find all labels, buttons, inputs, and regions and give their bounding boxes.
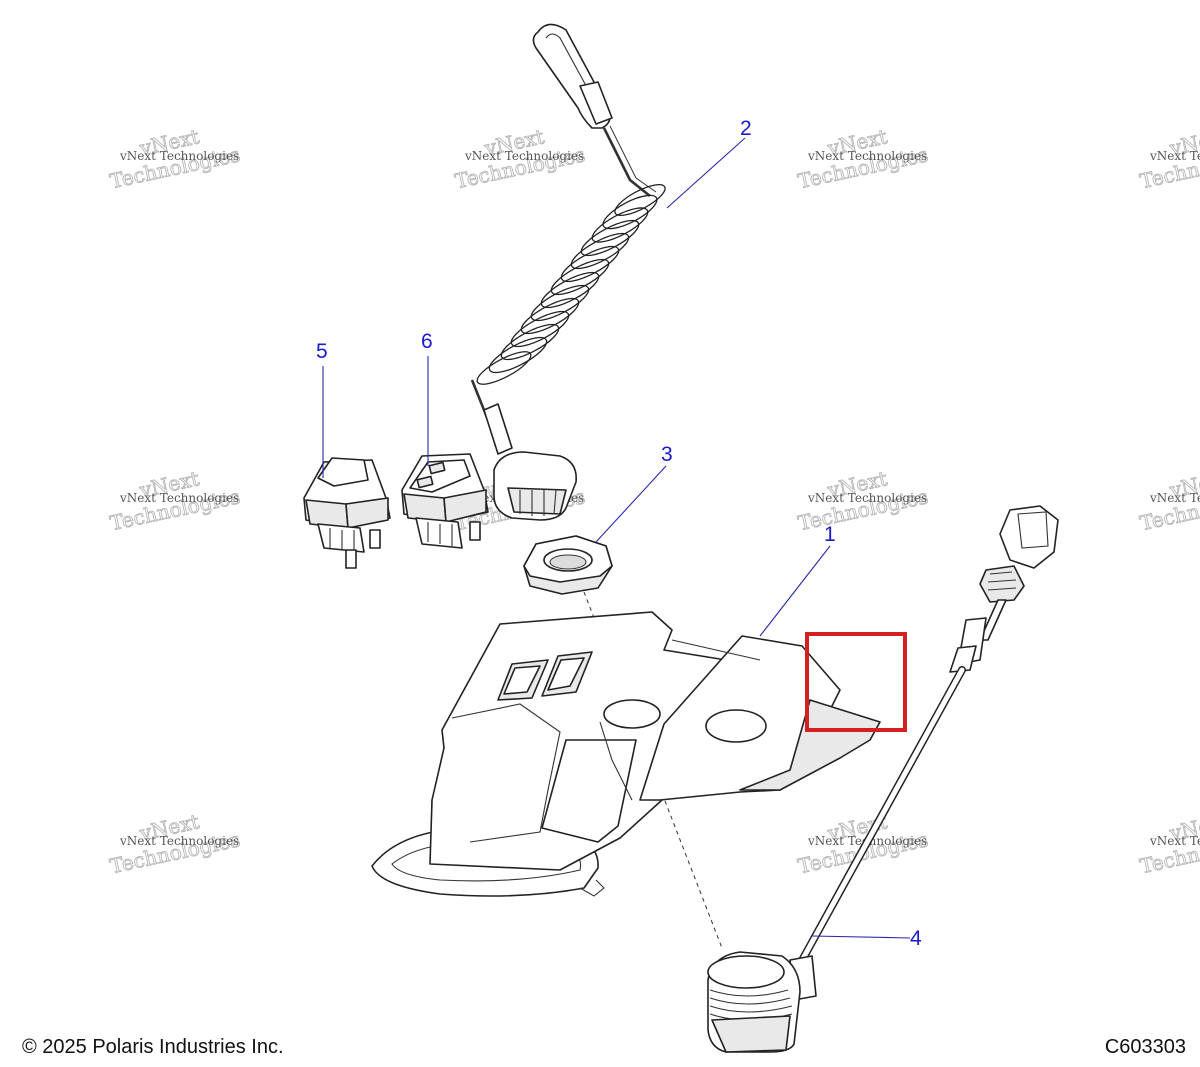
svg-text:vNext Technologies: vNext Technologies — [1149, 834, 1200, 848]
watermark: Technologies vNext vNext Technologies — [107, 124, 242, 194]
watermark: Technologies vNext vNext Technologies — [1137, 809, 1200, 879]
svg-text:vNext Technologies: vNext Technologies — [1149, 149, 1200, 163]
svg-text:vNext Technologies: vNext Technologies — [119, 491, 239, 505]
svg-text:vNext Technologies: vNext Technologies — [119, 834, 239, 848]
callout-3: 3 — [661, 443, 673, 466]
leader-lines — [322, 137, 911, 939]
watermark: Technologies vNext vNext Technologies — [1137, 466, 1200, 536]
watermark: Technologies vNext vNext Technologies — [452, 124, 587, 194]
callout-1: 1 — [824, 523, 836, 546]
part-5-rocker-switch[interactable] — [303, 457, 391, 569]
watermark: Technologies vNext vNext Technologies — [795, 466, 930, 536]
leader-1 — [759, 545, 831, 637]
svg-text:vNext Technologies: vNext Technologies — [807, 491, 927, 505]
coil — [476, 183, 666, 385]
part-3-hex-nut[interactable] — [523, 535, 613, 595]
callout-6: 6 — [421, 330, 433, 353]
watermark: Technologies vNext vNext Technologies — [795, 124, 930, 194]
svg-text:vNext Technologies: vNext Technologies — [807, 149, 927, 163]
leader-2 — [666, 137, 746, 209]
leader-4 — [811, 935, 911, 939]
callout-labels: 1 2 3 4 5 6 — [316, 117, 922, 950]
leader-3 — [595, 465, 667, 543]
callout-2: 2 — [740, 117, 752, 140]
part-4-sensor-harness[interactable] — [707, 505, 1059, 1053]
highlight-box — [805, 632, 907, 732]
watermark: Technologies vNext vNext Technologies — [107, 466, 242, 536]
svg-text:vNext Technologies: vNext Technologies — [1149, 491, 1200, 505]
svg-text:vNext Technologies: vNext Technologies — [119, 149, 239, 163]
watermark: Technologies vNext vNext Technologies — [107, 809, 242, 879]
svg-text:vNext Technologies: vNext Technologies — [464, 149, 584, 163]
callout-4: 4 — [910, 927, 922, 950]
callout-5: 5 — [316, 340, 328, 363]
watermark: Technologies vNext vNext Technologies — [1137, 124, 1200, 194]
part-2-tether-lanyard[interactable] — [470, 23, 669, 521]
part-6-rocker-switch[interactable] — [401, 453, 489, 549]
copyright-text: © 2025 Polaris Industries Inc. — [22, 1036, 284, 1058]
diagram-code: C603303 — [1104, 1036, 1186, 1058]
